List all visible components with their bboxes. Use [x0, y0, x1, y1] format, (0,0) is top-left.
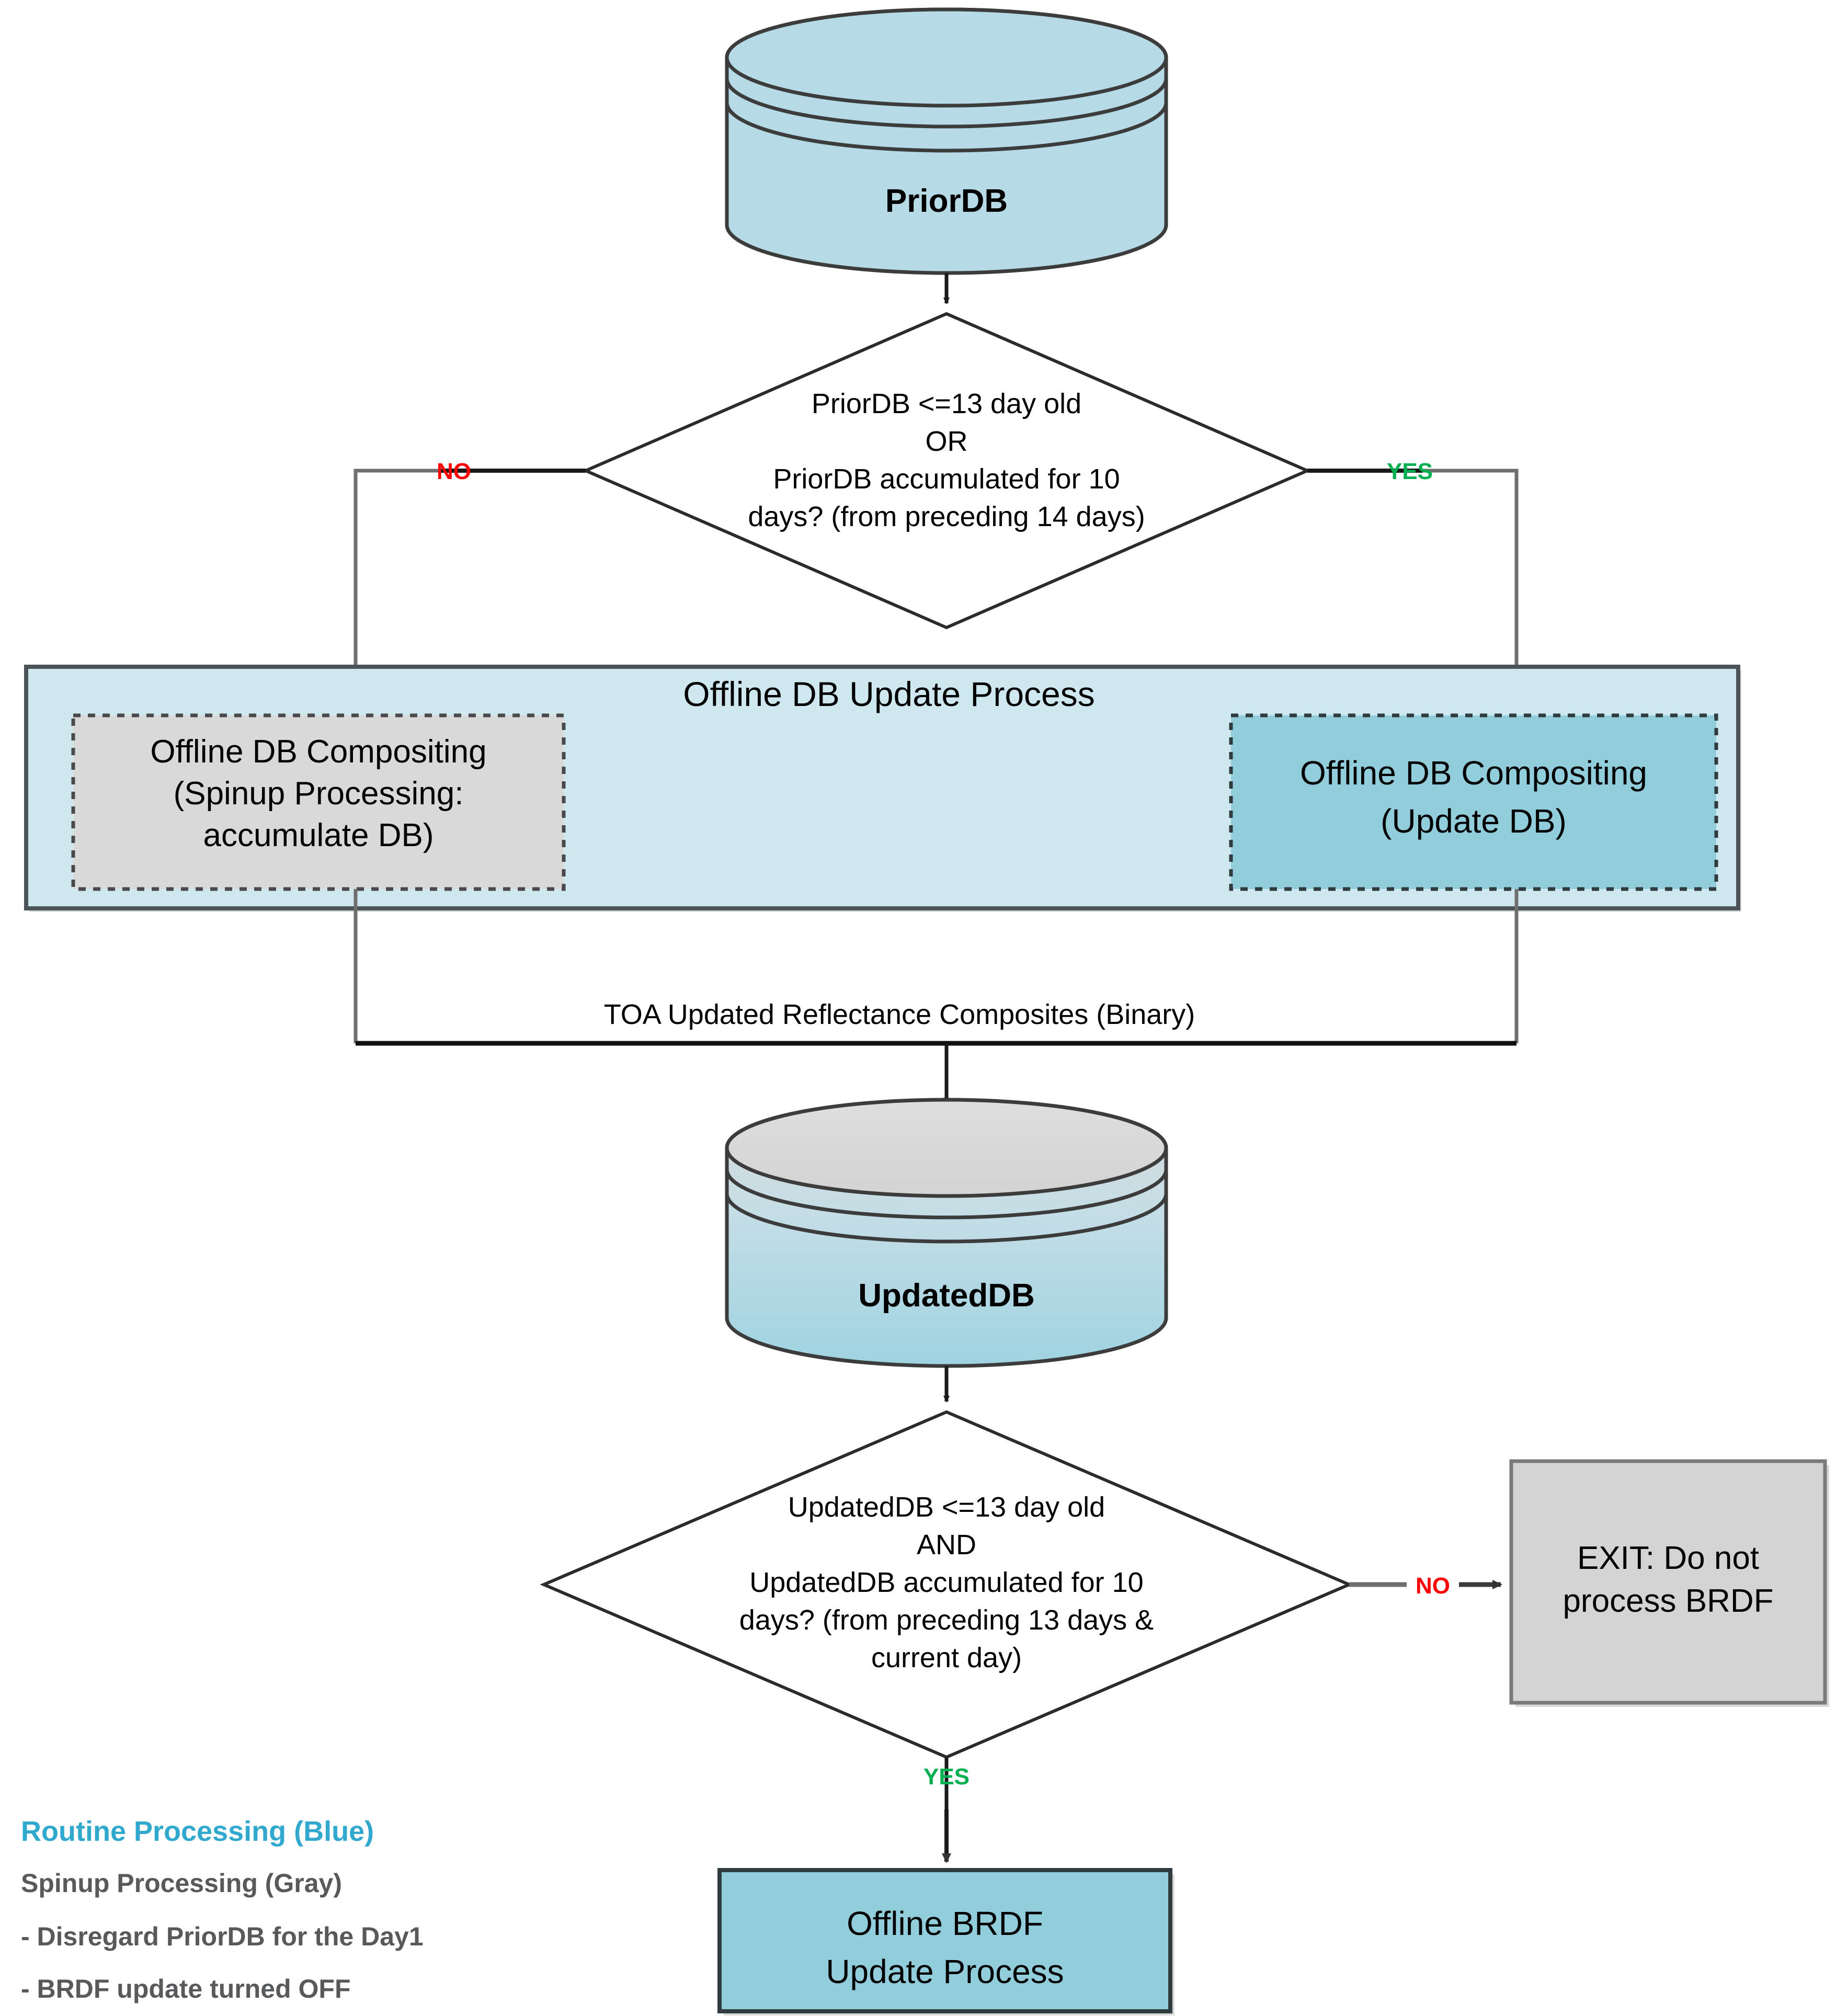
prior-db-ring-2 — [725, 102, 1168, 153]
prior-db-ring-1 — [725, 78, 1168, 129]
brdf-line-2: Update Process — [826, 1953, 1064, 1990]
prior-db-node[interactable]: PriorDB — [725, 7, 1168, 275]
updated-db-ring-1 — [725, 1169, 1168, 1220]
legend-line-spinup: Spinup Processing (Gray) — [21, 1869, 342, 1898]
update-db-compositing-node[interactable]: Offline DB Compositing (Update DB) — [1229, 713, 1718, 891]
spinup-line-2: (Spinup Processing: — [174, 776, 464, 812]
updated-db-cylinder-top — [725, 1098, 1168, 1198]
decision-1-line-1: PriorDB <=13 day old — [812, 388, 1081, 419]
exit-line-1: EXIT: Do not — [1577, 1540, 1759, 1576]
decision-1-line-2: OR — [926, 426, 968, 457]
edge-merge-label: TOA Updated Reflectance Composites (Bina… — [604, 999, 1195, 1030]
decision-1-diamond — [581, 312, 1312, 630]
update-db-compositing-box — [1229, 713, 1718, 891]
decision-1-line-3: PriorDB accumulated for 10 — [773, 463, 1120, 495]
decision-2-line-1: UpdatedDB <=13 day old — [788, 1491, 1105, 1523]
edge-decision2-yes-label: YES — [923, 1764, 970, 1790]
edge-decision1-yes-label: YES — [1387, 459, 1433, 484]
spinup-compositing-node[interactable]: Offline DB Compositing (Spinup Processin… — [71, 713, 566, 891]
exit-box — [1509, 1459, 1827, 1705]
spinup-line-3: accumulate DB) — [203, 817, 434, 853]
legend-line-brdf-off: - BRDF update turned OFF — [21, 1974, 351, 2003]
brdf-update-process-node[interactable]: Offline BRDF Update Process — [717, 1868, 1174, 2015]
edge-decision1-no-label: NO — [437, 459, 471, 484]
decision-2-line-5: current day) — [871, 1642, 1022, 1673]
update-db-line-1: Offline DB Compositing — [1300, 754, 1647, 792]
exit-node[interactable]: EXIT: Do not process BRDF — [1509, 1459, 1829, 1707]
prior-db-cylinder-top — [725, 7, 1168, 108]
exit-line-2: process BRDF — [1563, 1583, 1773, 1619]
updated-db-node[interactable]: UpdatedDB — [725, 1098, 1168, 1368]
decision-2-line-2: AND — [917, 1529, 976, 1561]
decision-2-line-3: UpdatedDB accumulated for 10 — [749, 1567, 1143, 1598]
brdf-line-1: Offline BRDF — [847, 1905, 1043, 1942]
spinup-line-1: Offline DB Compositing — [150, 734, 486, 770]
prior-db-label: PriorDB — [885, 183, 1008, 219]
decision-2-node[interactable]: UpdatedDB <=13 day old AND UpdatedDB acc… — [540, 1410, 1353, 1759]
container-title: Offline DB Update Process — [683, 675, 1095, 713]
updated-db-label: UpdatedDB — [858, 1278, 1035, 1314]
legend-line-routine: Routine Processing (Blue) — [21, 1816, 374, 1847]
update-db-line-2: (Update DB) — [1381, 802, 1567, 840]
edge-decision2-no-label: NO — [1416, 1573, 1450, 1599]
decision-1-line-4: days? (from preceding 14 days) — [748, 501, 1145, 532]
decision-2-line-4: days? (from preceding 13 days & — [739, 1604, 1154, 1636]
legend: Routine Processing (Blue) Spinup Process… — [21, 1816, 424, 2003]
updated-db-ring-2 — [725, 1193, 1168, 1244]
decision-1-node[interactable]: PriorDB <=13 day old OR PriorDB accumula… — [581, 312, 1312, 630]
legend-line-disregard: - Disregard PriorDB for the Day1 — [21, 1922, 424, 1951]
brdf-box — [717, 1868, 1172, 2013]
spinup-compositing-box — [71, 713, 566, 891]
